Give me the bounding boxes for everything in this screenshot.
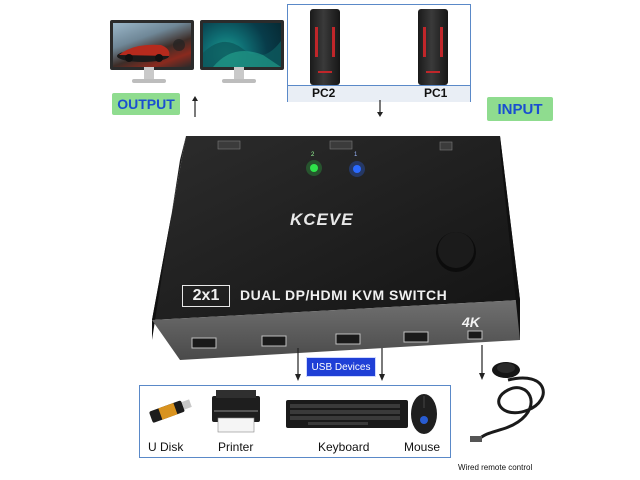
monitor-right bbox=[200, 20, 284, 88]
output-label: OUTPUT bbox=[112, 93, 180, 115]
keyboard-icon bbox=[286, 400, 408, 428]
mouse-label: Mouse bbox=[404, 440, 441, 454]
usb-devices-badge: USB Devices bbox=[306, 357, 376, 377]
remote-label: Wired remote control bbox=[458, 463, 533, 472]
input-label: INPUT bbox=[487, 97, 553, 121]
monitor-left bbox=[110, 20, 194, 88]
monitor-left-screen bbox=[110, 20, 194, 70]
usb-arrow-left-icon bbox=[294, 348, 302, 382]
monitor-left-base bbox=[132, 79, 166, 83]
resolution-badge: 4K bbox=[462, 314, 480, 330]
monitor-right-stand bbox=[234, 67, 244, 79]
model-badge: 2x1 bbox=[182, 285, 230, 307]
usb-devices-frame: U Disk Printer Keyboard Mouse bbox=[139, 385, 451, 458]
input-arrow-icon bbox=[376, 100, 384, 118]
pc2-tower bbox=[310, 9, 340, 85]
wired-remote-icon bbox=[470, 362, 545, 442]
monitor-left-stand bbox=[144, 67, 154, 79]
led-2-label: 2 bbox=[311, 152, 315, 158]
keyboard-label: Keyboard bbox=[318, 440, 370, 454]
product-title: DUAL DP/HDMI KVM SWITCH bbox=[240, 287, 448, 303]
pc2-label: PC2 bbox=[312, 86, 336, 100]
udisk-label: U Disk bbox=[148, 440, 184, 454]
remote-arrow-icon bbox=[478, 345, 486, 381]
pc-labels-bar bbox=[288, 85, 470, 102]
udisk-icon bbox=[149, 399, 192, 423]
usb-arrow-right-icon bbox=[378, 348, 386, 382]
pc-group-frame: PC2 PC1 bbox=[287, 4, 471, 102]
monitor-right-base bbox=[222, 79, 256, 83]
led-1-label: 1 bbox=[354, 152, 358, 158]
printer-label: Printer bbox=[218, 440, 254, 454]
pc1-label: PC1 bbox=[424, 86, 448, 100]
mouse-icon bbox=[411, 394, 437, 434]
brand-logo: KCEVE bbox=[290, 210, 354, 229]
monitor-right-screen bbox=[200, 20, 284, 70]
output-arrow-icon bbox=[191, 95, 199, 117]
printer-icon bbox=[212, 390, 260, 433]
pc1-tower bbox=[418, 9, 448, 85]
